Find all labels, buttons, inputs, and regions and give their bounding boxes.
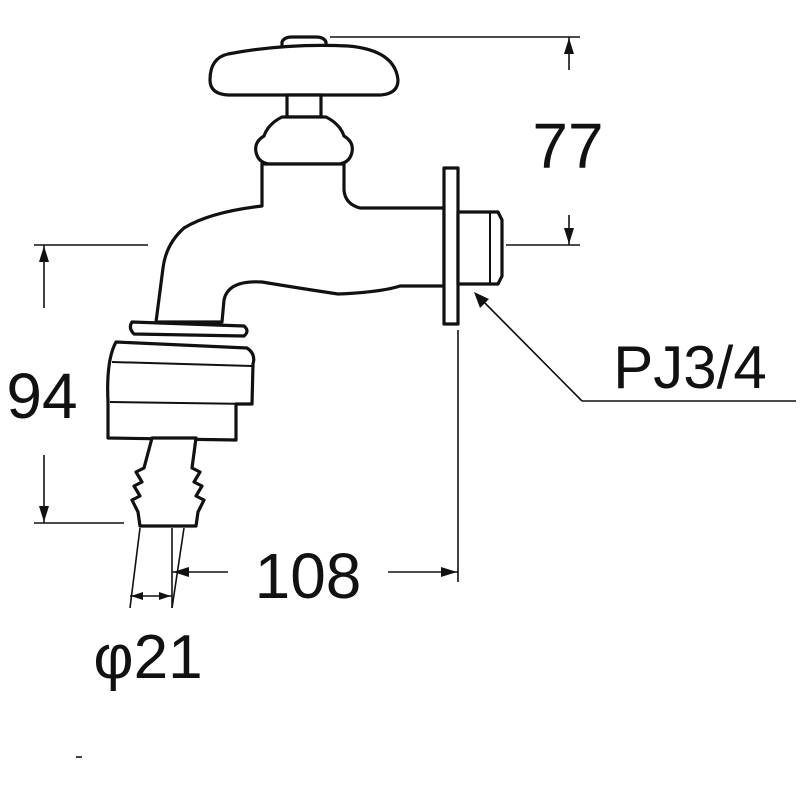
arrow-down-icon [39, 506, 49, 522]
inlet-flange [442, 166, 460, 326]
arrow-right-icon [159, 592, 171, 600]
arrow-up-icon [564, 38, 574, 54]
arrow-right-icon [441, 567, 457, 577]
dimension-77-label: 77 [532, 110, 603, 182]
faucet-outline [106, 35, 504, 528]
dimension-diameter: φ21 [93, 527, 203, 692]
inlet-thread [456, 210, 504, 286]
handle-wheel [208, 43, 400, 97]
arrow-down-icon [564, 228, 574, 244]
spout-body [154, 162, 446, 324]
arrow-left-icon [131, 592, 143, 600]
arrow-up-icon [39, 246, 49, 262]
arrow-left-icon [173, 567, 189, 577]
leader-arrow-icon [474, 292, 489, 308]
stem [285, 93, 323, 119]
dimension-108-label: 108 [255, 540, 362, 612]
dimension-diameter-label: φ21 [93, 623, 202, 692]
coupling-ring [128, 320, 249, 338]
dimension-77: 77 [330, 36, 604, 246]
bonnet [254, 115, 354, 166]
dimension-94-label: 94 [6, 360, 77, 432]
dimension-108: 108 [171, 330, 459, 612]
nut-line [111, 361, 253, 367]
hose-barb [130, 436, 206, 528]
thread-label: PJ3/4 [613, 334, 766, 401]
dimension-94: 94 [6, 244, 148, 524]
nut-line [109, 401, 253, 405]
coupling-nut [106, 340, 256, 442]
thread-callout: PJ3/4 [474, 292, 796, 402]
